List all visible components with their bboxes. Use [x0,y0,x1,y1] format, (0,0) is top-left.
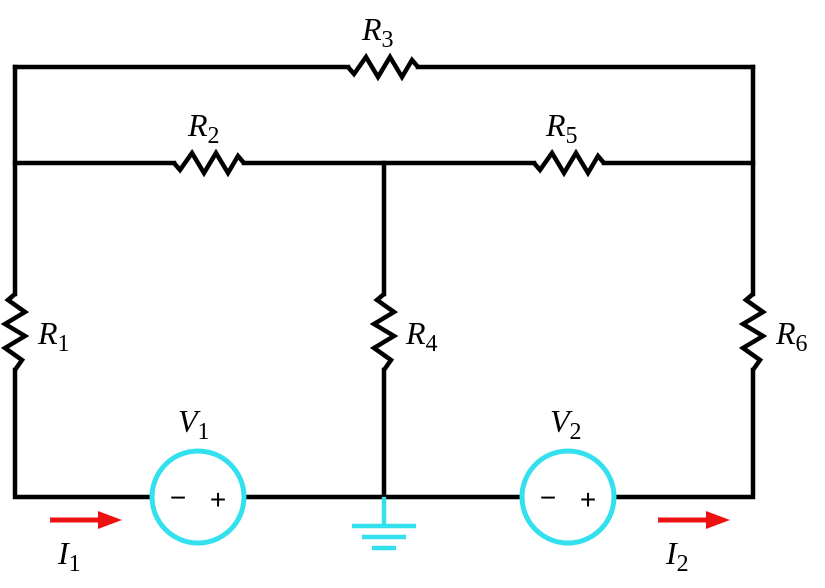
r6-zigzag [738,292,768,372]
r2-label-sub: 2 [208,123,220,149]
r4-label-sub: 4 [426,331,438,357]
r2-zigzag [172,148,246,178]
i1-label-symbol: I [57,535,70,571]
r4-label-symbol: R [405,315,426,351]
v2-label-sub: 2 [570,419,582,445]
r6-label-sub: 6 [796,331,808,357]
i2-label-symbol: I [665,535,678,571]
resistor-r6 [738,292,768,372]
v1-minus-sign: − [170,482,186,513]
v2-plus-sign: + [580,484,596,515]
resistor-r2 [172,148,246,178]
r1-label-sub: 1 [58,331,70,357]
voltage-source-v1: − + [149,448,247,546]
r2-label: R2 [187,107,220,149]
i1-label: I1 [57,535,81,577]
r3-label: R3 [361,11,394,53]
i2-arrow-head [706,511,730,529]
current-arrow-i2 [658,511,730,529]
ground-symbol [352,497,416,551]
r5-label: R5 [545,107,578,149]
wire-left-lower [12,367,155,500]
v2-label: V2 [550,403,582,445]
r1-zigzag [0,292,30,372]
r1-label-symbol: R [37,315,58,351]
v1-label-sub: 1 [198,419,210,445]
current-arrow-i1 [50,511,122,529]
v2-circle [519,448,617,546]
r4-zigzag [369,292,399,372]
r6-label: R6 [775,315,808,357]
r4-label: R4 [405,315,438,357]
v1-circle [149,448,247,546]
resistor-r4 [369,292,399,372]
r5-zigzag [532,148,606,178]
v1-label-symbol: V [178,403,201,439]
i2-label: I2 [665,535,689,577]
r3-zigzag [346,52,420,82]
i1-arrow-head [98,511,122,529]
wires [12,64,756,500]
resistor-r1 [0,292,30,372]
v2-minus-sign: − [540,482,556,513]
r3-label-symbol: R [361,11,382,47]
r5-label-symbol: R [545,107,566,143]
voltage-source-v2: − + [519,448,617,546]
r2-label-symbol: R [187,107,208,143]
resistor-r3 [346,52,420,82]
r5-label-sub: 5 [566,123,578,149]
i1-label-sub: 1 [69,551,81,577]
i2-label-sub: 2 [677,551,689,577]
wire-right-lower [611,367,756,500]
r3-label-sub: 3 [382,27,394,53]
v2-label-symbol: V [550,403,573,439]
r1-label: R1 [37,315,70,357]
v1-label: V1 [178,403,210,445]
v1-plus-sign: + [210,484,226,515]
resistor-r5 [532,148,606,178]
r6-label-symbol: R [775,315,796,351]
